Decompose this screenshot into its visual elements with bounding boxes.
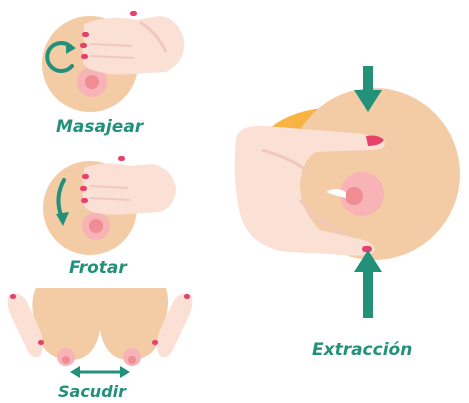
extraction-label: Extracción: [312, 340, 412, 360]
shake-torso: [32, 288, 168, 360]
finger-nail: [362, 246, 372, 252]
shake-left-nipple: [62, 356, 70, 364]
rub-nipple: [89, 219, 103, 233]
up-arrow-icon: [354, 250, 382, 318]
extraction-nipple: [345, 187, 363, 205]
massage-hand: [80, 11, 184, 75]
double-arrow-icon: [70, 366, 130, 378]
extraction-step: [235, 66, 460, 318]
massage-step: [42, 11, 184, 112]
massage-nipple: [85, 75, 99, 89]
shake-step: [8, 288, 193, 378]
rub-label: Frotar: [69, 258, 127, 278]
shake-right-nipple: [128, 356, 136, 364]
shake-label: Sacudir: [58, 382, 126, 401]
massage-label: Masajear: [56, 117, 143, 137]
rub-step: [43, 156, 176, 255]
